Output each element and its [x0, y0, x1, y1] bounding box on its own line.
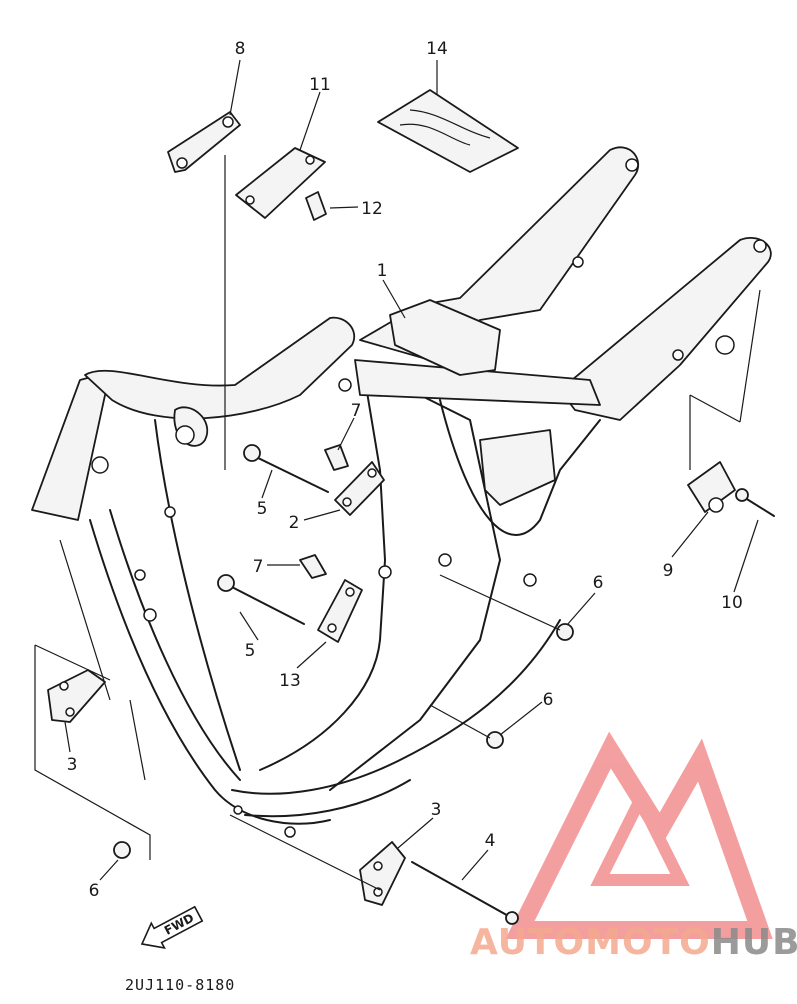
- plate-part-2: [334, 461, 385, 516]
- plate-part-13: [317, 579, 363, 643]
- callout-6b: 6: [543, 690, 554, 710]
- reference-lines: [34, 155, 761, 891]
- callout-2: 2: [289, 513, 300, 533]
- frame-main: [31, 146, 772, 838]
- callout-6a: 6: [593, 573, 604, 593]
- nut-part-6: [113, 623, 574, 859]
- callout-7a: 7: [351, 401, 362, 421]
- bolt-part-12: [305, 191, 327, 221]
- bracket-part-11: [235, 147, 326, 219]
- callout-3a: 3: [67, 755, 78, 775]
- bolt-part-10: [735, 488, 775, 517]
- callout-10: 10: [721, 593, 743, 613]
- diagram-code: 2UJ110-8180: [125, 976, 235, 994]
- rubber-pad-part: [377, 89, 519, 173]
- bolt-part-7: [299, 444, 349, 579]
- callout-13: 13: [279, 671, 301, 691]
- callout-8: 8: [235, 39, 246, 59]
- leader-lines: [64, 59, 759, 881]
- watermark-moto: MOTO: [585, 922, 711, 963]
- watermark-hub: HUB: [711, 922, 797, 963]
- bolt-part-5: [217, 444, 329, 625]
- watermark-auto: AUTO: [470, 922, 585, 963]
- callout-3b: 3: [431, 800, 442, 820]
- automotohub-logo: [505, 731, 773, 939]
- callout-6c: 6: [89, 881, 100, 901]
- callout-14: 14: [426, 39, 448, 59]
- bracket-part-8: [167, 111, 241, 173]
- fwd-arrow-icon: FWD: [140, 905, 204, 949]
- automotohub-watermark: AUTOMOTOHUB: [470, 922, 797, 963]
- callout-4: 4: [485, 831, 496, 851]
- callout-7b: 7: [253, 557, 264, 577]
- callout-9: 9: [663, 561, 674, 581]
- callout-1: 1: [377, 261, 388, 281]
- bracket-part-3: [47, 669, 406, 906]
- callout-5a: 5: [257, 499, 268, 519]
- callout-5b: 5: [245, 641, 256, 661]
- callout-12: 12: [361, 199, 383, 219]
- svg-text:AUTOMOTOHUB: AUTOMOTOHUB: [470, 922, 797, 963]
- mount-part-9: [687, 461, 736, 513]
- bolt-part-4: [411, 861, 519, 925]
- callout-11: 11: [309, 75, 331, 95]
